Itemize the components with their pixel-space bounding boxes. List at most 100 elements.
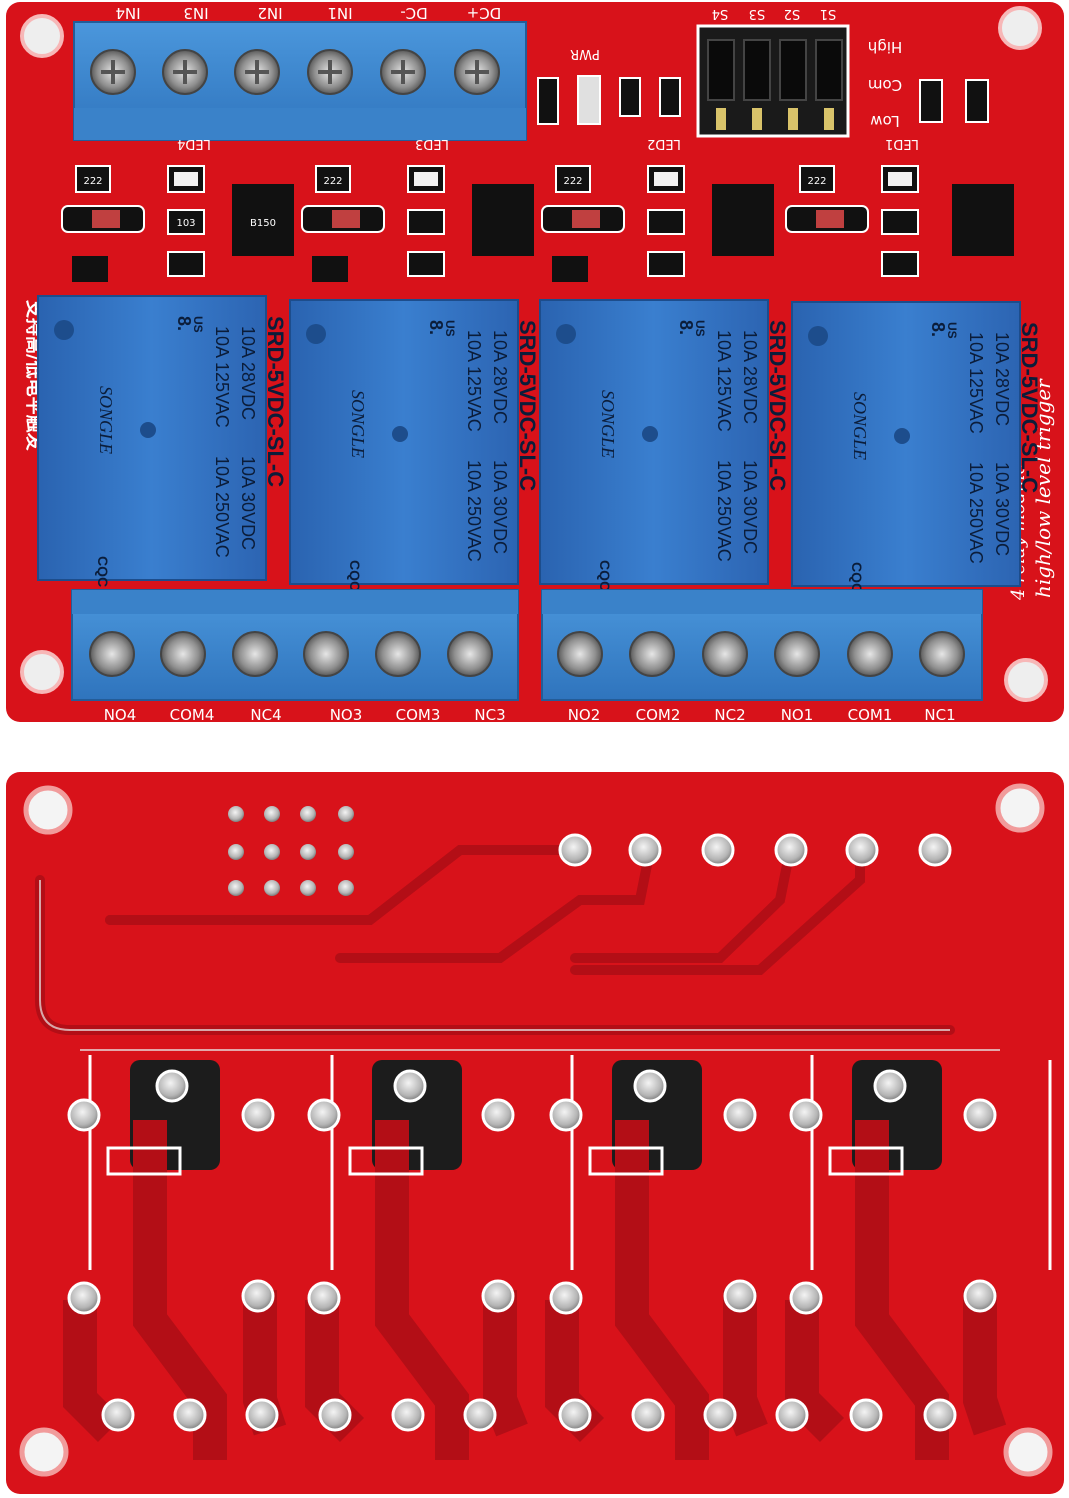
svg-text:SRD-5VDC-SL-C: SRD-5VDC-SL-C [263,316,288,487]
input-terminal-labels: IN4 IN3 IN2 IN1 DC- DC+ [115,4,501,22]
driver-channel-1: 222 [785,165,1014,277]
label-led1: LED1 [885,136,919,151]
svg-text:8.: 8. [174,316,194,331]
label-nc1: NC1 [924,706,955,724]
label-s4: S4 [712,6,729,21]
output-terminal-block-left [71,589,519,701]
resistor-code: 222 [83,176,102,187]
relay-3: 8. US 10A 125VAC 10A 28VDC SRD-5VDC-SL-C… [289,299,540,591]
svg-text:SONGLE: SONGLE [598,390,618,458]
top-mounting-holes [20,6,1048,702]
relay-footprint-3 [305,1060,528,1460]
output-terminal-labels: NO4 COM4 NC4 NO3 COM3 NC3 NO2 COM2 NC2 N… [104,706,956,724]
svg-text:CQC: CQC [95,556,111,587]
jumper-header [696,24,850,138]
svg-text:8.: 8. [426,320,446,335]
smd-components-top-row [537,75,989,125]
label-low: Low [870,112,900,130]
svg-text:US: US [693,320,707,337]
resistor-code: 222 [323,176,342,187]
relay-footprints [63,1055,1052,1460]
relay-4: 8. US 10A 125VAC 10A 28VDC SRD-5VDC-SL-C… [37,295,288,587]
label-pwr: PWR [570,46,600,61]
label-nc4: NC4 [250,706,281,724]
svg-text:10A 250VAC: 10A 250VAC [966,462,986,564]
svg-text:CQC: CQC [849,562,865,593]
label-s2: S2 [784,6,801,21]
label-led3: LED3 [415,136,449,151]
led-labels: LED4 LED3 LED2 LED1 [177,136,919,151]
svg-text:8.: 8. [676,320,696,335]
svg-text:US: US [945,322,959,339]
side-text-en-2: high/low level trigger [1031,378,1055,598]
label-no1: NO1 [781,706,814,724]
svg-text:CQC: CQC [347,560,363,591]
label-com1: COM1 [848,706,893,724]
svg-text:10A 125VAC: 10A 125VAC [966,332,986,434]
svg-text:10A 28VDC: 10A 28VDC [490,330,510,424]
label-com4: COM4 [170,706,215,724]
label-nc2: NC2 [714,706,745,724]
relay-1: 8. US 10A 125VAC 10A 28VDC SRD-5VDC-SL-C… [791,301,1042,593]
svg-text:10A 30VDC: 10A 30VDC [238,456,258,550]
label-s1: S1 [820,6,837,21]
label-in1: IN1 [327,4,352,22]
bottom-board [6,772,1064,1494]
svg-text:10A 250VAC: 10A 250VAC [714,460,734,562]
svg-text:10A 125VAC: 10A 125VAC [714,330,734,432]
svg-text:10A 250VAC: 10A 250VAC [464,460,484,562]
relay-2: 8. US 10A 125VAC 10A 28VDC SRD-5VDC-SL-C… [539,299,790,591]
relay-footprint-4 [63,1060,287,1460]
output-terminal-pads [101,1398,957,1432]
label-nc3: NC3 [474,706,505,724]
svg-text:10A 250VAC: 10A 250VAC [212,456,232,558]
svg-text:SRD-5VDC-SL-C: SRD-5VDC-SL-C [765,320,790,491]
resistor-code: 103 [176,218,195,229]
svg-text:10A 30VDC: 10A 30VDC [992,462,1012,556]
label-dc-plus: DC+ [467,4,502,22]
svg-text:10A 28VDC: 10A 28VDC [238,326,258,420]
svg-text:CQC: CQC [597,560,613,591]
label-in4: IN4 [115,4,140,22]
label-in2: IN2 [257,4,282,22]
relay-footprint-1 [785,1060,1007,1460]
label-no4: NO4 [104,706,137,724]
svg-text:10A 30VDC: 10A 30VDC [740,460,760,554]
label-com2: COM2 [636,706,681,724]
resistor-code: 222 [563,176,582,187]
label-com: Com [868,76,902,94]
svg-text:SRD-5VDC-SL-C: SRD-5VDC-SL-C [1017,322,1042,493]
label-no2: NO2 [568,706,601,724]
top-board: IN4 IN3 IN2 IN1 DC- DC+ PWR [6,2,1064,724]
svg-text:10A 125VAC: 10A 125VAC [212,326,232,428]
svg-text:10A 125VAC: 10A 125VAC [464,330,484,432]
svg-text:US: US [443,320,457,337]
input-terminal-block [73,21,527,141]
svg-text:8.: 8. [928,322,948,337]
label-led2: LED2 [647,136,681,151]
svg-text:US: US [191,316,205,333]
label-dc-minus: DC- [400,4,427,22]
label-in3: IN3 [183,4,208,22]
driver-channel-4: 222 103 B150 [61,165,294,282]
optocoupler-code: B150 [250,218,276,229]
resistor-code: 222 [807,176,826,187]
svg-text:10A 28VDC: 10A 28VDC [740,330,760,424]
driver-channel-3: 222 [301,165,534,282]
svg-text:SONGLE: SONGLE [850,392,870,460]
driver-channel-2: 222 [541,165,774,282]
output-terminal-block-right [541,589,983,701]
relays: 8. US 10A 125VAC 10A 28VDC SRD-5VDC-SL-C… [37,295,1042,593]
svg-text:10A 30VDC: 10A 30VDC [490,460,510,554]
svg-text:SRD-5VDC-SL-C: SRD-5VDC-SL-C [515,320,540,491]
label-com3: COM3 [396,706,441,724]
svg-text:SONGLE: SONGLE [348,390,368,458]
driver-circuits: 222 103 B150 222 [61,165,1014,282]
svg-text:SONGLE: SONGLE [96,386,116,454]
label-led4: LED4 [177,136,211,151]
label-high: High [868,38,902,56]
header-pads [228,806,354,896]
svg-text:10A 28VDC: 10A 28VDC [992,332,1012,426]
label-no3: NO3 [330,706,363,724]
